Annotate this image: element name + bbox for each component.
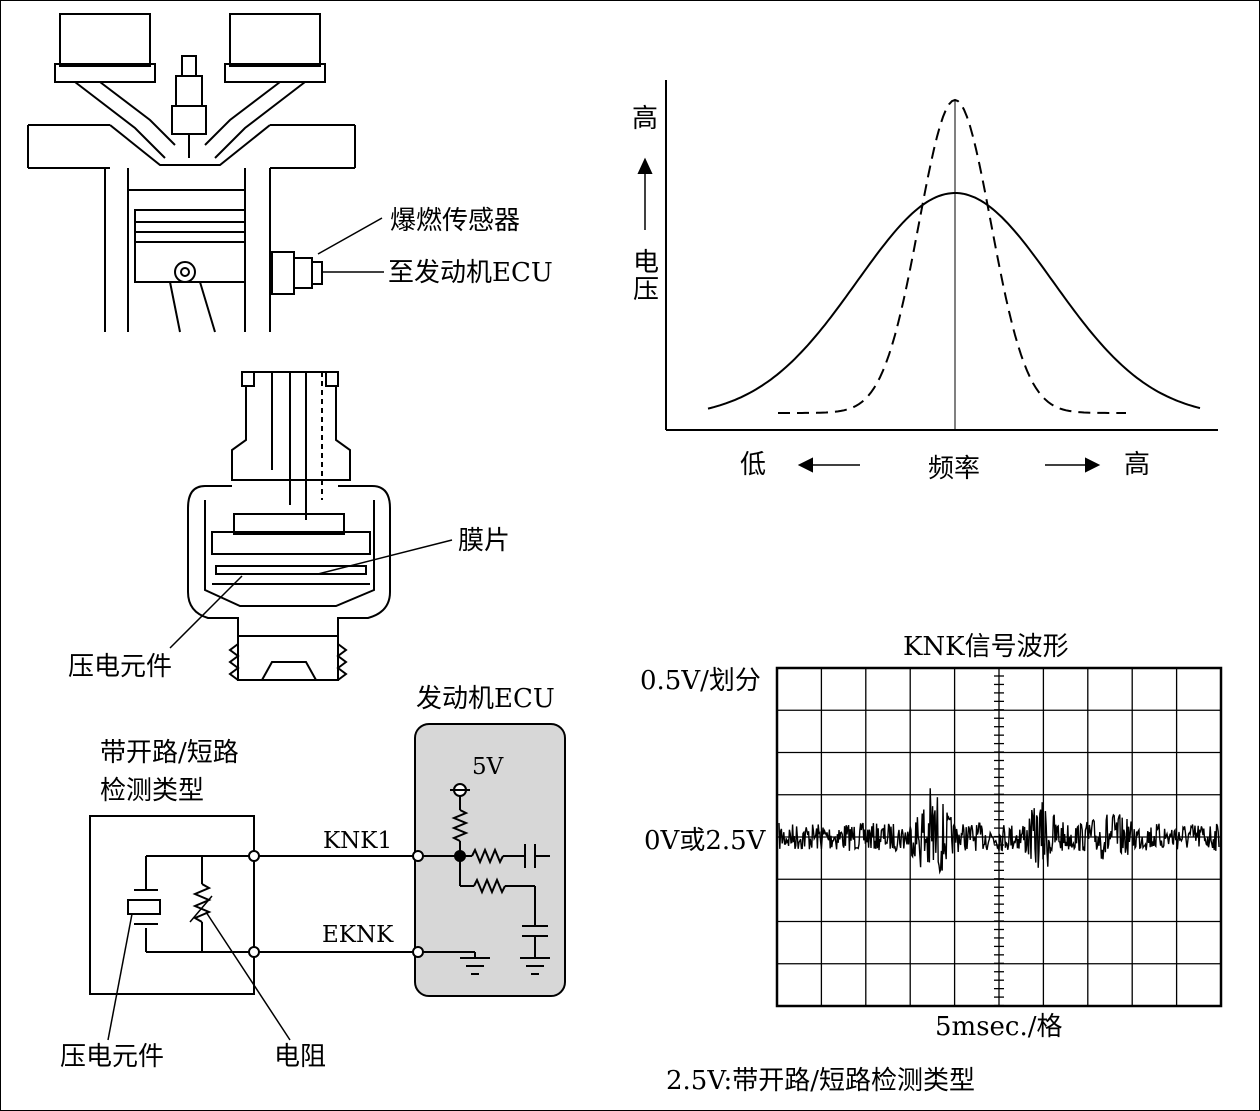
- sensor-piezo-label: 压电元件: [68, 652, 173, 682]
- y-axis-label-char-1: 电: [632, 248, 659, 278]
- y-axis-label: 电 压: [632, 248, 660, 306]
- time-scale-label: 5msec./格: [935, 1012, 1063, 1042]
- resistor-label: 电阻: [274, 1042, 327, 1072]
- frequency-response-chart: [637, 80, 1218, 473]
- supply-5v-label: 5V: [472, 754, 504, 780]
- knk-waveform-scope: [775, 666, 1223, 1008]
- y-axis-label-char-2: 压: [632, 275, 659, 306]
- knock-sensor-label: 爆燃传感器: [390, 206, 521, 236]
- zero-level-label: 0V或2.5V: [644, 826, 766, 856]
- scale-label: 0.5V/划分: [640, 666, 761, 696]
- eknk-label: EKNK: [322, 922, 394, 948]
- knock-circuit: [89, 723, 566, 1041]
- diaphragm-label: 膜片: [458, 526, 511, 556]
- to-ecu-label: 至发动机ECU: [388, 258, 553, 288]
- curve-narrow-dashed: [778, 98, 1126, 414]
- detection-type-line2: 检测类型: [100, 776, 205, 806]
- x-axis-label: 频率: [928, 454, 981, 484]
- detection-type-line1: 带开路/短路: [100, 738, 239, 768]
- engine-section-drawing: [27, 13, 384, 333]
- knock-sensor-cutaway: [169, 371, 453, 681]
- x-axis-low-label: 低: [740, 450, 767, 480]
- curve-wide-solid: [707, 192, 1201, 410]
- knk1-label: KNK1: [323, 828, 393, 854]
- ecu-title: 发动机ECU: [416, 684, 555, 714]
- x-axis-high-label: 高: [1124, 450, 1151, 480]
- circuit-piezo-label: 压电元件: [60, 1042, 165, 1072]
- y-axis-high-label: 高: [632, 104, 659, 134]
- knk-signal-trace: [778, 788, 1220, 875]
- waveform-footnote: 2.5V:带开路/短路检测类型: [666, 1066, 976, 1096]
- waveform-title: KNK信号波形: [903, 632, 1069, 662]
